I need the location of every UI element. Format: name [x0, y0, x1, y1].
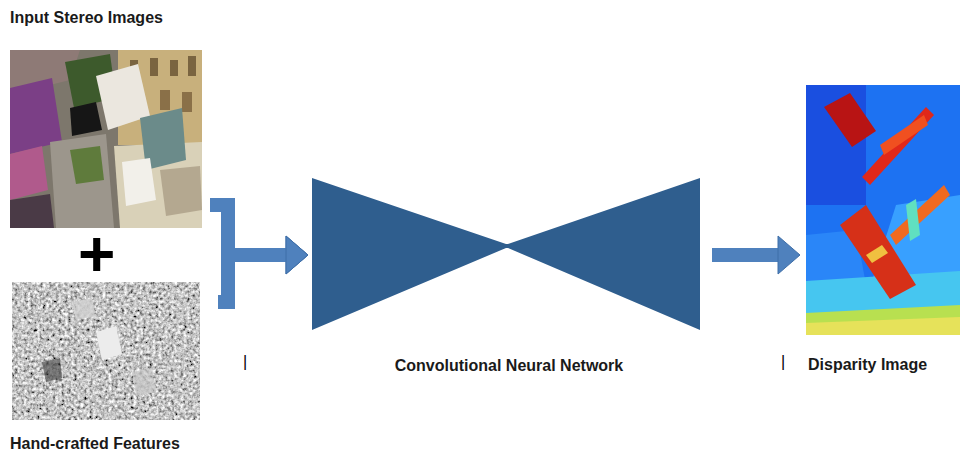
flow-arrow: [712, 236, 800, 274]
image-patch: [160, 90, 170, 110]
image-patch: [10, 194, 54, 228]
image-patch: [150, 58, 158, 76]
image-patch: [890, 185, 950, 245]
process-node: Convolutional Neural Network: [312, 178, 706, 376]
image-patch: [806, 85, 960, 335]
plus-sign: +: [78, 222, 115, 286]
arrow-head: [286, 236, 308, 274]
image-patch: [70, 146, 104, 184]
image-patch: [862, 107, 934, 185]
image-patch: [70, 102, 102, 136]
node-label: Convolutional Neural Network: [312, 356, 706, 376]
process-node: Input Stereo Images: [8, 8, 208, 230]
image-patch: [72, 298, 96, 320]
image-patch: [824, 93, 876, 147]
image-patch: [806, 317, 960, 335]
stereo-image: [10, 50, 202, 228]
separator-mark: |: [781, 354, 785, 370]
image-patch: [10, 146, 48, 200]
image-patch: [906, 199, 920, 241]
image-patch: [10, 50, 202, 228]
node-label: Disparity Image: [804, 355, 962, 375]
flow-arrow: [218, 236, 308, 302]
image-patch: [866, 245, 888, 263]
process-node: Hand-crafted Features: [8, 282, 216, 454]
image-patch: [42, 358, 62, 382]
image-patch: [806, 305, 960, 335]
image-patch: [880, 115, 928, 155]
image-patch: [170, 60, 178, 76]
noise-texture: [12, 282, 200, 420]
image-patch: [50, 134, 114, 228]
arrow-shaft: [210, 205, 287, 255]
arrow-head: [778, 236, 800, 274]
image-patch: [188, 56, 196, 76]
process-node: Disparity Image: [804, 85, 962, 375]
arrow-shaft: [218, 255, 287, 302]
arrow-head: [286, 236, 308, 274]
image-patch: [96, 326, 122, 360]
feature-map-image: [12, 282, 200, 420]
node-label: Input Stereo Images: [8, 8, 208, 28]
network-bowtie: [312, 178, 700, 330]
arrow-shaft: [712, 248, 779, 262]
node-label: Hand-crafted Features: [8, 434, 216, 454]
image-patch: [160, 166, 202, 216]
image-patch: [132, 368, 156, 396]
image-patch: [182, 92, 192, 112]
image-patch: [122, 158, 156, 206]
disparity-image: [806, 85, 960, 335]
image-patch: [840, 205, 916, 299]
separator-mark: |: [243, 354, 247, 370]
